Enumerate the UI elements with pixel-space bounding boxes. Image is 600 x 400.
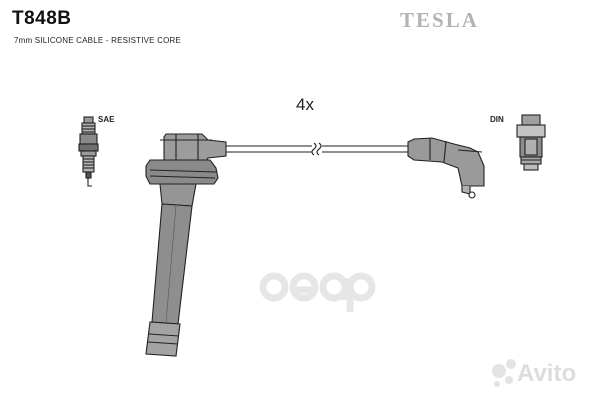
brand-logo: TESLA [400,8,479,32]
long-plug-boot [145,133,227,357]
avito-logo-icon [492,359,516,387]
right-angle-boot [407,137,485,199]
quantity-label: 4x [296,95,314,114]
cable [224,142,410,156]
sae-label: SAE [98,115,115,124]
oeap-watermark [259,272,376,312]
avito-watermark-text: Avito [517,360,577,387]
product-subtitle: 7mm SILICONE CABLE - RESISTIVE CORE [14,36,182,45]
part-number: T848B [12,8,72,29]
din-terminal-icon [516,114,546,171]
din-label: DIN [490,115,504,124]
spark-plug-icon [78,116,99,187]
